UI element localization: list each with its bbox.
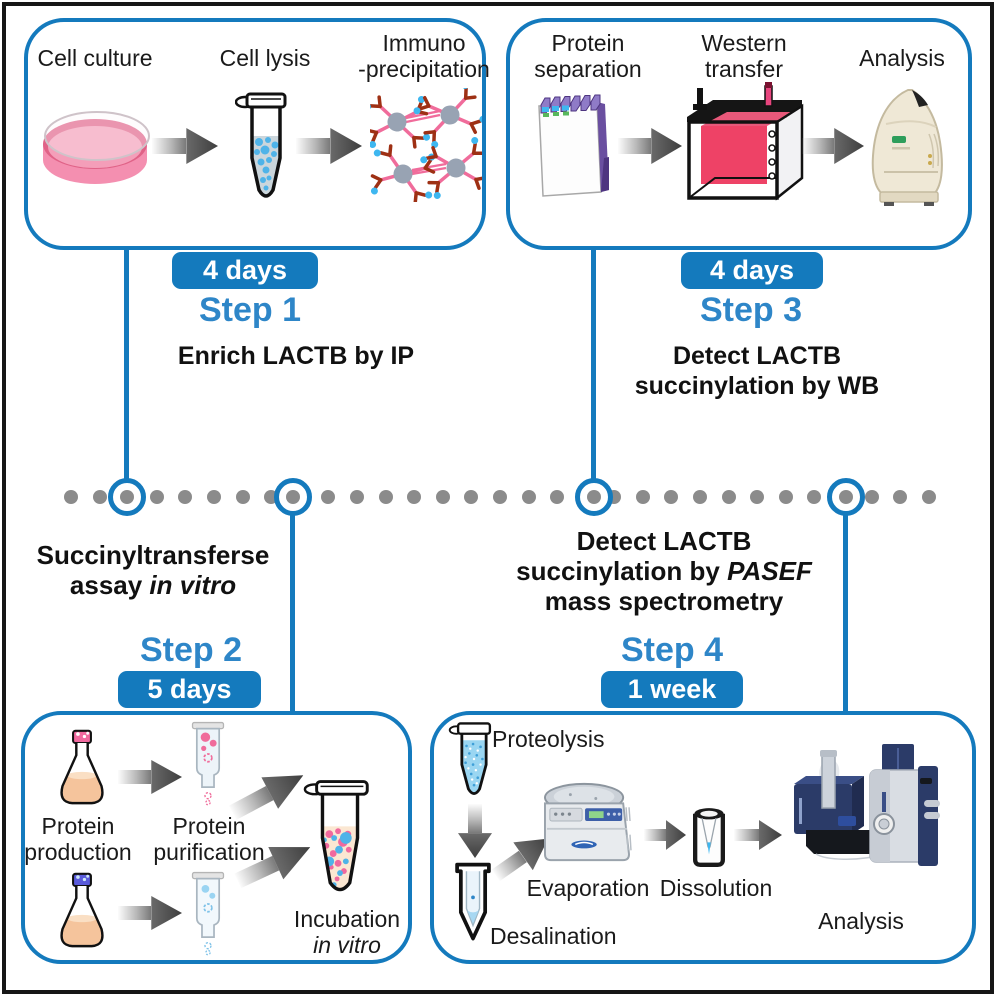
timeline-dot [92,490,107,504]
antibody-network-icon [370,88,482,202]
timeline-dot [492,490,507,504]
timeline-dot [921,490,936,504]
step4-duration-badge: 1 week [601,671,743,708]
centrifuge-icon [538,778,636,864]
dissolution-label: Dissolution [659,875,773,901]
spin-column-blue-icon [189,870,227,956]
immunoprecipitation-label: Immuno -precipitation [358,30,490,82]
timeline-dot [435,490,450,504]
arrow-right-icon [802,128,864,164]
timeline-dot [178,490,193,504]
timeline-marker-step3 [575,478,613,516]
timeline-dot [550,490,565,504]
incubation-label: Incubation in vitro [293,906,401,958]
step1-title: Step 1 [198,291,302,329]
timeline-dot [778,490,793,504]
timeline-dot [635,490,650,504]
step3-title: Step 3 [699,291,803,329]
mass-spec-icon [786,742,942,880]
desalination-tube-icon [447,860,499,946]
timeline-dot [64,490,78,504]
timeline-dot [721,490,736,504]
spin-column-pink-icon [189,720,227,806]
step3-description: Detect LACTB succinylation by WB [634,342,880,400]
connector-step2 [290,514,295,713]
arrow-right-icon [152,128,218,164]
arrow-right-icon [118,760,182,794]
protein-separation-label: Protein separation [534,30,642,82]
timeline-dot [839,490,853,504]
step1-duration-badge: 4 days [172,252,318,289]
timeline-dot [864,490,879,504]
step4-title: Step 4 [620,631,724,669]
connector-step1 [124,248,129,482]
imager-icon [856,84,960,208]
cell-lysis-label: Cell lysis [219,45,311,71]
step3-duration-badge: 4 days [681,252,823,289]
timeline-dots [64,490,936,504]
timeline-dot [349,490,364,504]
timeline-dot [587,490,601,504]
petri-dish-icon [39,92,151,196]
microtube-icon [235,90,291,206]
ms-analysis-label: Analysis [818,908,904,934]
dissolution-vial-icon [690,806,728,870]
transfer-tank-icon [681,80,805,210]
connector-step4 [843,514,848,713]
timeline-dot [464,490,479,504]
step1-description: Enrich LACTB by IP [177,342,415,370]
protein-production-label: Protein production [24,813,132,865]
timeline-dot [693,490,708,504]
timeline-marker-step1 [108,478,146,516]
step2-title: Step 2 [139,631,243,669]
timeline-dot [206,490,221,504]
pasef-ms-annotation: Detect LACTB succinylation by PASEF mass… [516,526,812,616]
timeline-dot [521,490,536,504]
evaporation-label: Evaporation [526,875,650,901]
timeline-dot [378,490,393,504]
timeline-dot [750,490,765,504]
proteolysis-label: Proteolysis [492,726,605,752]
gel-cassette-icon [529,90,617,208]
timeline-marker-step4 [827,478,865,516]
succinyltransferase-assay-annotation: Succinyltransferse assay in vitro [36,540,270,600]
timeline-dot [893,490,908,504]
timeline-marker-step2 [274,478,312,516]
incubation-tube-icon [303,775,377,901]
arrow-right-icon [644,820,686,850]
connector-step3 [591,248,596,482]
cell-culture-label: Cell culture [37,45,153,71]
wb-analysis-label: Analysis [859,45,945,71]
timeline-dot [664,490,679,504]
arrow-right-icon [118,896,182,930]
timeline-dot [120,490,134,504]
timeline-dot [321,490,336,504]
timeline-dot [286,490,300,504]
proteolysis-tube-icon [448,716,500,802]
flask-blue-icon [56,866,108,958]
step2-duration-badge: 5 days [118,671,261,708]
arrow-right-icon [618,128,682,164]
arrow-right-icon [296,128,362,164]
timeline-dot [149,490,164,504]
western-transfer-label: Western transfer [701,30,787,82]
timeline-dot [807,490,822,504]
protein-purification-label: Protein purification [153,813,265,865]
timeline-dot [407,490,422,504]
timeline-dot [235,490,250,504]
desalination-label: Desalination [490,923,617,949]
flask-pink-icon [56,722,108,816]
arrow-right-icon [734,820,782,850]
arrow-down-icon [458,804,492,858]
